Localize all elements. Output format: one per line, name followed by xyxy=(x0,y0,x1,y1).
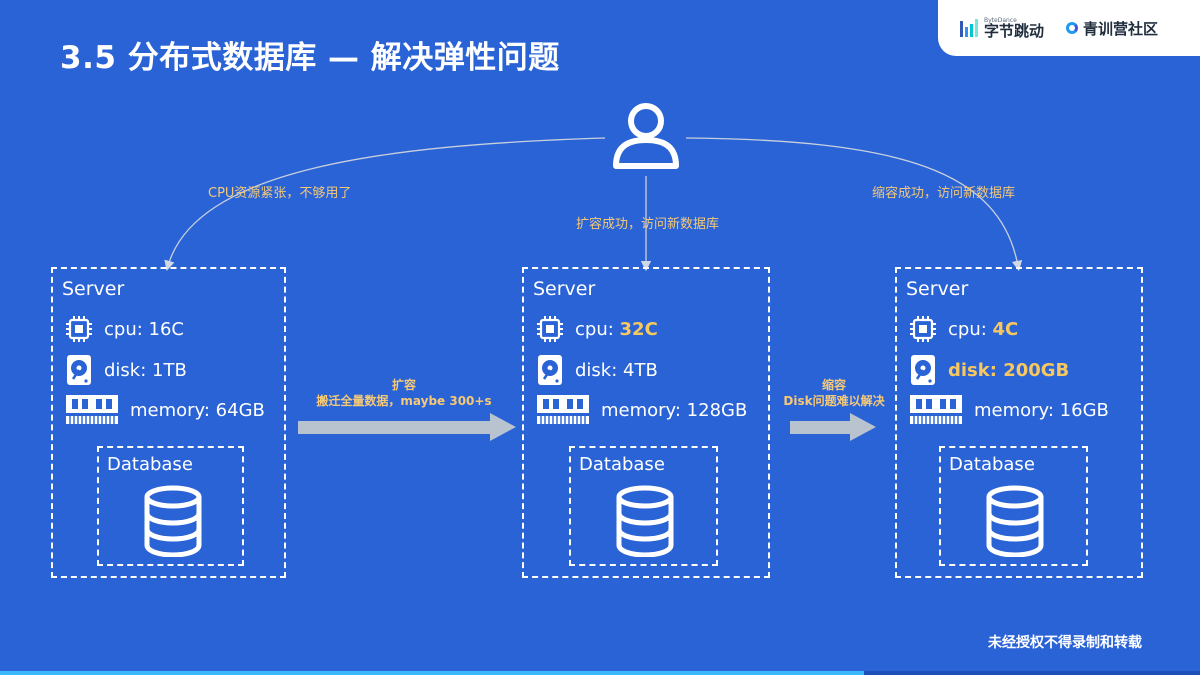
memory-spec: memory: 16GB xyxy=(974,399,1109,421)
memory-icon xyxy=(537,395,589,424)
database-icon xyxy=(986,485,1044,557)
database-box: Database xyxy=(939,446,1088,566)
connector-to-right-server xyxy=(685,137,1023,272)
connector-to-left-server xyxy=(164,137,606,272)
disk-spec: disk: 4TB xyxy=(575,359,658,381)
disk-row: disk: 4TB xyxy=(535,353,658,387)
cpu-icon xyxy=(66,316,92,342)
memory-spec: memory: 128GB xyxy=(601,399,748,421)
server-card-original: Server cpu: 16C disk: 1TB memory: 64GB xyxy=(51,267,286,578)
bytedance-small-text: ByteDance xyxy=(984,16,1017,24)
shrink-title: 缩容 xyxy=(821,378,846,392)
disk-icon xyxy=(67,355,91,385)
copyright-notice: 未经授权不得录制和转载 xyxy=(988,635,1142,651)
memory-row: memory: 128GB xyxy=(535,393,747,427)
slide-title: 3.5 分布式数据库 — 解决弹性问题 xyxy=(60,40,560,76)
memory-spec: memory: 64GB xyxy=(130,399,265,421)
expand-desc: 搬迁全量数据，maybe 300+s xyxy=(316,394,492,408)
expand-arrow xyxy=(298,413,516,441)
memory-icon xyxy=(66,395,118,424)
bytedance-bars-icon xyxy=(960,19,978,37)
expand-label: 扩容 搬迁全量数据，maybe 300+s xyxy=(304,377,504,409)
cpu-row: cpu: 32C xyxy=(535,314,658,344)
cpu-icon xyxy=(537,316,563,342)
disk-spec: disk: 200GB xyxy=(948,359,1070,381)
database-title: Database xyxy=(579,454,665,475)
server-card-shrunk: Server cpu: 4C disk: 200GB memory: 16G xyxy=(895,267,1143,578)
database-icon xyxy=(144,485,202,557)
cpu-row: cpu: 4C xyxy=(908,314,1018,344)
camp-text: 青训营社区 xyxy=(1083,19,1159,38)
database-box: Database xyxy=(569,446,718,566)
disk-icon xyxy=(538,355,562,385)
shrink-label: 缩容 Disk问题难以解决 xyxy=(770,377,898,409)
cpu-row: cpu: 16C xyxy=(64,314,184,344)
cpu-label: cpu: xyxy=(948,318,993,340)
shrink-desc: Disk问题难以解决 xyxy=(783,394,885,408)
disk-row: disk: 200GB xyxy=(908,353,1069,387)
note-cpu-shortage: CPU资源紧张，不够用了 xyxy=(208,186,352,201)
note-expand-success: 扩容成功，访问新数据库 xyxy=(576,217,720,232)
database-box: Database xyxy=(97,446,244,566)
note-shrink-success: 缩容成功，访问新数据库 xyxy=(872,186,1016,201)
cpu-spec: cpu: 16C xyxy=(104,318,184,340)
bytedance-logo: ByteDance 字节跳动 xyxy=(960,16,1045,40)
cpu-value: 4C xyxy=(992,318,1019,340)
cpu-label: cpu: xyxy=(575,318,620,340)
cpu-value: 32C xyxy=(619,318,658,340)
disk-spec: disk: 1TB xyxy=(104,359,187,381)
server-card-expanded: Server cpu: 32C disk: 4TB memory: 128G xyxy=(522,267,770,578)
server-title: Server xyxy=(906,278,969,300)
shrink-arrow xyxy=(790,413,876,441)
camp-ring-icon xyxy=(1066,22,1079,34)
camp-logo: 青训营社区 xyxy=(1066,18,1158,39)
video-progress-fill[interactable] xyxy=(0,671,864,675)
cpu-icon xyxy=(910,316,936,342)
logo-bar: ByteDance 字节跳动 青训营社区 xyxy=(938,0,1200,56)
database-icon xyxy=(616,485,674,557)
memory-row: memory: 16GB xyxy=(908,393,1109,427)
expand-title: 扩容 xyxy=(391,378,416,392)
server-title: Server xyxy=(62,278,125,300)
memory-row: memory: 64GB xyxy=(64,393,265,427)
disk-icon xyxy=(911,355,935,385)
disk-row: disk: 1TB xyxy=(64,353,187,387)
database-title: Database xyxy=(107,454,193,475)
user-icon xyxy=(613,103,679,169)
bytedance-text: 字节跳动 xyxy=(984,21,1045,40)
database-title: Database xyxy=(949,454,1035,475)
server-title: Server xyxy=(533,278,596,300)
memory-icon xyxy=(910,395,962,424)
